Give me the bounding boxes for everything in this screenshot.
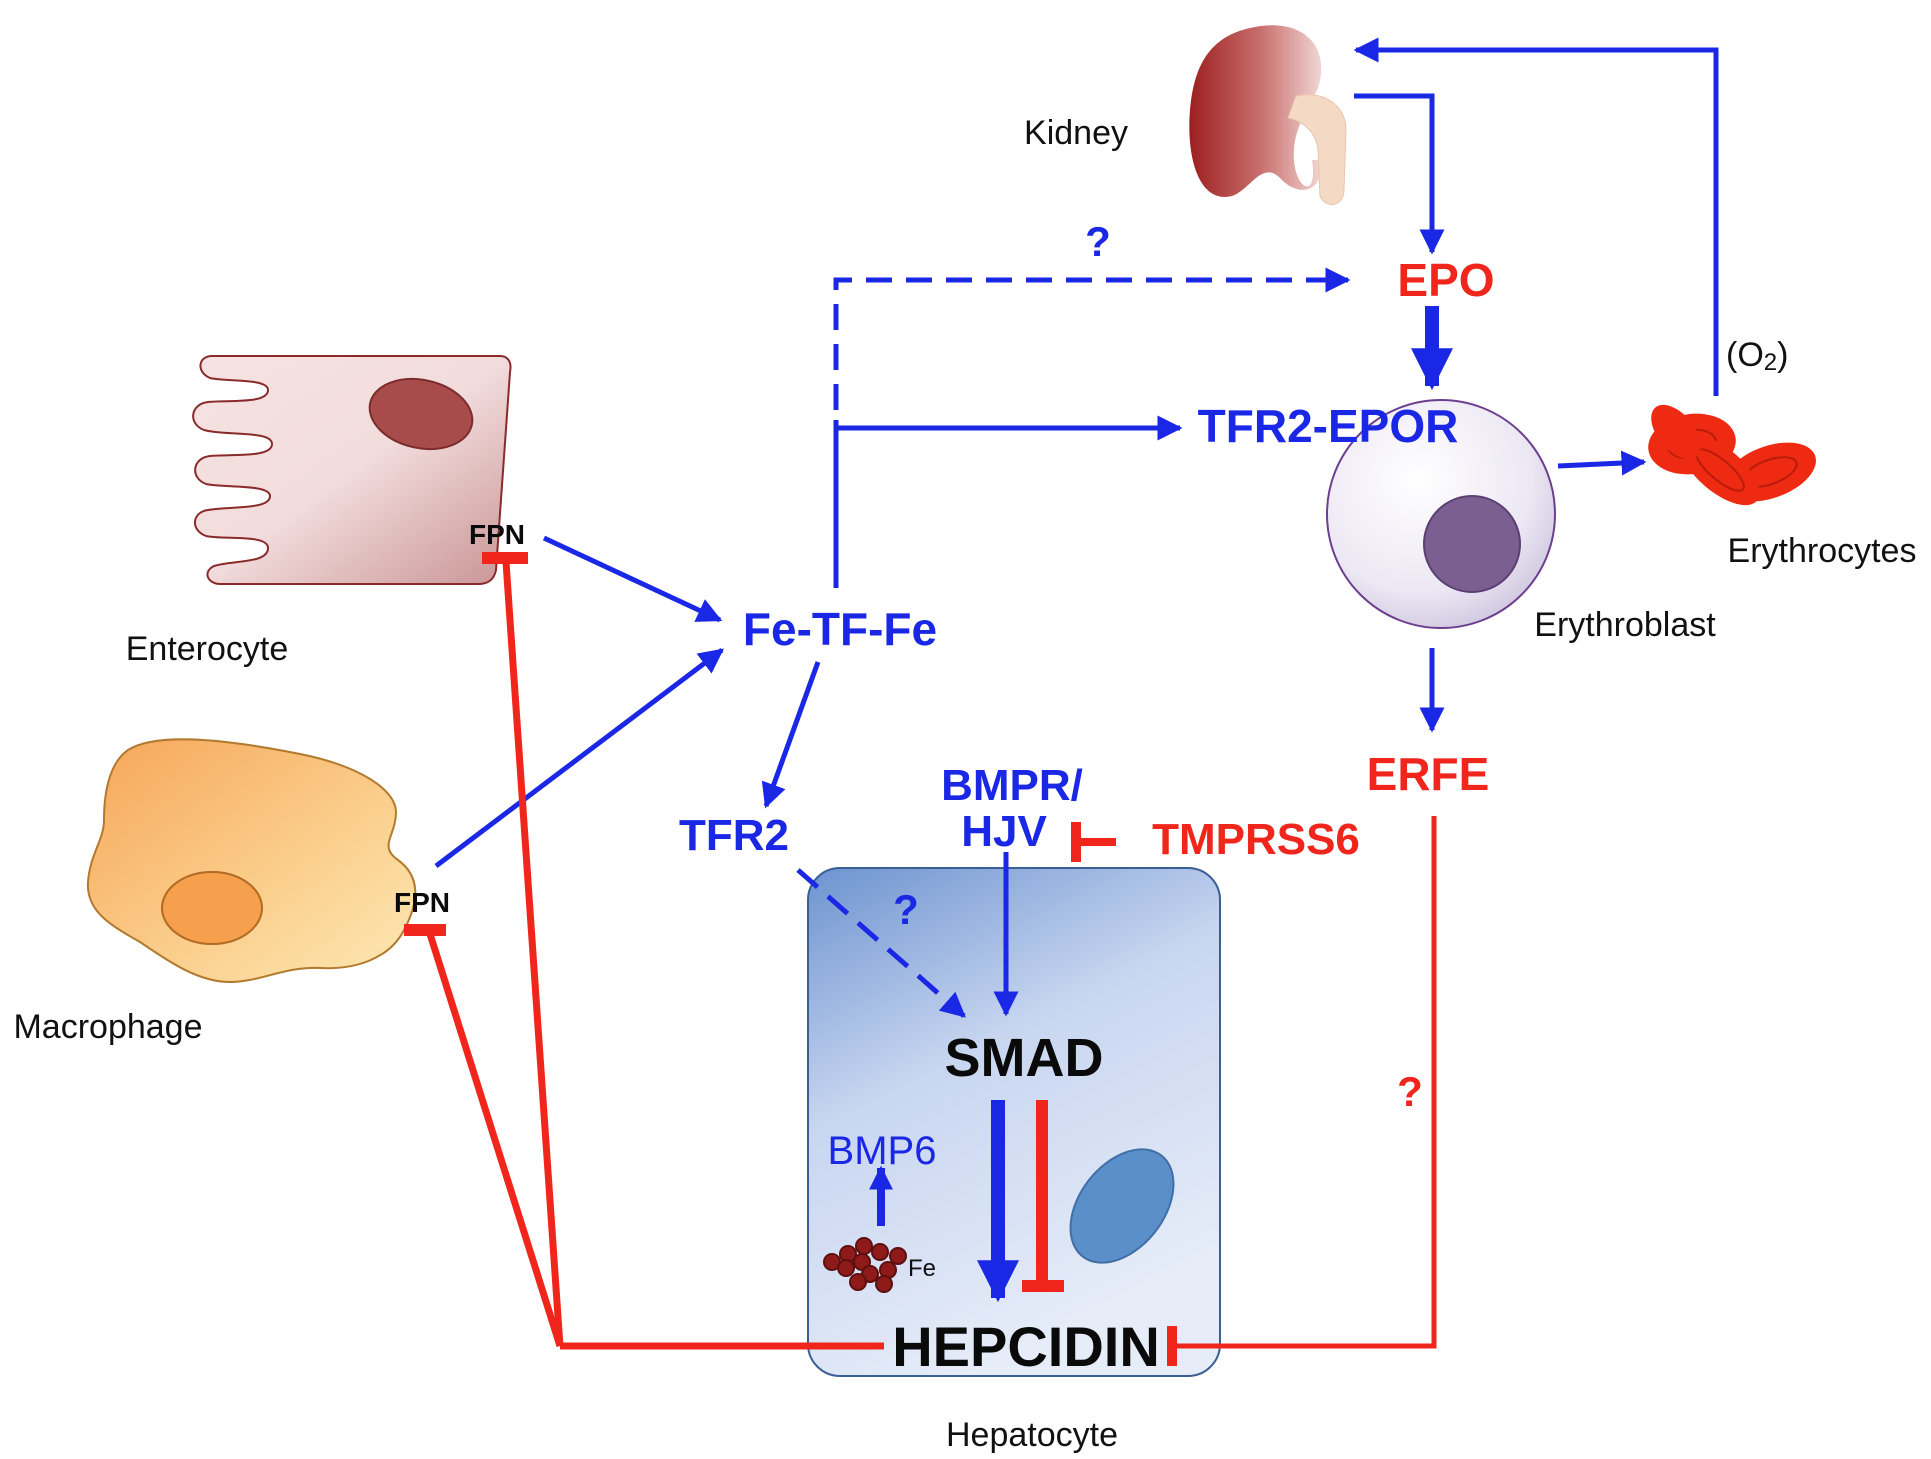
o2-label: (O2)	[1726, 336, 1788, 376]
macrophage-nucleus	[161, 871, 263, 945]
erfe-hepcidin-question-mark: ?	[1397, 1068, 1423, 1115]
erythrocytes-label: Erythrocytes	[1728, 532, 1917, 570]
hepatocyte-nucleus	[1069, 1148, 1175, 1264]
macrophage-label: Macrophage	[13, 1008, 202, 1046]
bmpr-label-line1: BMPR/	[941, 761, 1083, 810]
tfr2-label: TFR2	[679, 811, 789, 860]
epo-label: EPO	[1397, 254, 1494, 306]
erythroblast-to-erythrocytes-arrow	[1557, 450, 1647, 476]
o2-feedback-arrow	[1353, 37, 1719, 396]
enterocyte-to-fe-tf-arrow	[542, 535, 723, 623]
erythroblast-label: Erythroblast	[1534, 606, 1716, 644]
hepatocyte-label: Hepatocyte	[946, 1416, 1118, 1454]
bmp6-label: BMP6	[828, 1129, 937, 1173]
fe-label: Fe	[908, 1255, 936, 1282]
erythroblast-cell	[1326, 399, 1556, 629]
macrophage-cell	[86, 738, 417, 984]
fe-tf-to-tfr2-arrow	[761, 661, 821, 809]
smad-label: SMAD	[945, 1028, 1104, 1088]
tmprss6-label: TMPRSS6	[1152, 815, 1360, 864]
kidney-label: Kidney	[1024, 114, 1128, 152]
tfr2-smad-question-mark: ?	[893, 886, 919, 933]
fe-tf-fe-label: Fe-TF-Fe	[743, 603, 937, 655]
tfr2-epor-label: TFR2-EPOR	[1198, 400, 1459, 452]
iron-particles	[823, 1237, 907, 1293]
tfr2-to-smad-dashed-arrow	[796, 868, 966, 1018]
hepcidin-to-macrophage-fpn-line	[426, 932, 564, 1348]
tf-epo-question-mark: ?	[1085, 218, 1111, 265]
fpn-enterocyte-label: FPN	[469, 519, 525, 550]
hepatocyte-cell	[807, 867, 1221, 1377]
enterocyte-cell	[192, 355, 512, 585]
fe-tf-to-epo-dashed-arrow	[833, 267, 1351, 410]
bmpr-label-line2: HJV	[961, 807, 1047, 856]
fpn-macrophage-label: FPN	[394, 887, 450, 918]
enterocyte-label: Enterocyte	[126, 630, 289, 668]
erythroblast-nucleus	[1423, 495, 1521, 593]
erfe-inhibit-line	[1172, 816, 1437, 1349]
macrophage-to-fe-tf-arrow	[434, 648, 724, 868]
hepcidin-label: HEPCIDIN	[892, 1315, 1160, 1378]
erythrocytes-cluster	[1648, 404, 1816, 506]
hepcidin-to-enterocyte-fpn-line	[502, 561, 564, 1347]
enterocyte-nucleus	[368, 378, 474, 450]
kidney-to-epo-arrow	[1354, 93, 1445, 255]
erfe-label: ERFE	[1367, 748, 1490, 800]
kidney-organ	[1189, 25, 1347, 205]
